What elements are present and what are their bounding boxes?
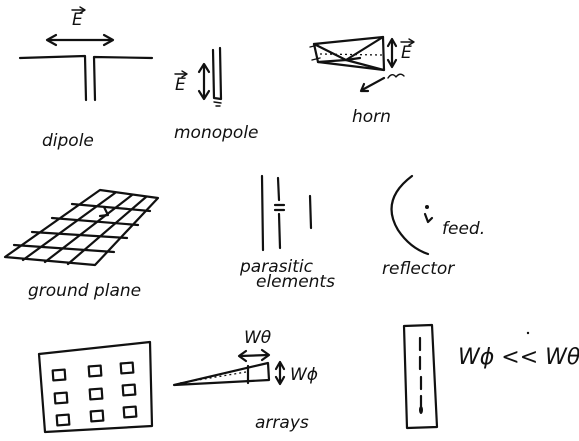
horn-aperture-arrow-icon <box>359 73 405 93</box>
beam-width-relation: Wϕ << Wθ <box>458 345 579 370</box>
dipole-e-label: E <box>71 6 86 30</box>
beam-wedge-icon <box>172 361 271 387</box>
parasitic-elements-icon <box>260 174 313 252</box>
ground-plane-label: ground plane <box>28 281 141 301</box>
reflector-dish-icon <box>390 174 430 256</box>
horn-label: horn <box>352 107 391 127</box>
dipole-antenna-icon <box>18 54 154 102</box>
feed-point-icon <box>423 205 434 224</box>
monopole-e-label: E <box>174 70 188 95</box>
svg-text:E: E <box>175 75 186 95</box>
parasitic-label-line2: elements <box>256 272 335 292</box>
stray-dot <box>526 331 530 335</box>
reflector-sketch: feed. reflector <box>382 174 485 279</box>
svg-text:E: E <box>401 43 412 63</box>
patch-array-sketch <box>37 340 154 434</box>
dipole-e-field-arrow-icon <box>45 33 115 47</box>
ground-plane-sketch: ground plane <box>3 188 160 301</box>
w-phi-label: Wϕ <box>290 365 318 385</box>
w-phi-arrow-icon <box>274 360 286 386</box>
ground-plane-grid-icon <box>3 188 160 267</box>
monopole-antenna-icon <box>211 46 223 107</box>
feed-label: feed. <box>442 219 485 239</box>
reflector-label: reflector <box>382 259 455 279</box>
horn-antenna-icon <box>309 35 386 72</box>
monopole-label: monopole <box>174 123 259 143</box>
dipole-sketch: E dipole <box>18 6 154 151</box>
svg-text:E: E <box>72 10 83 30</box>
horn-sketch: E horn <box>309 35 415 127</box>
arrays-label: arrays <box>255 413 309 433</box>
linear-array-icon <box>402 323 439 430</box>
horn-e-label: E <box>400 38 415 63</box>
w-theta-label: Wθ <box>244 328 272 348</box>
linear-array-sketch: Wϕ << Wθ <box>402 323 579 430</box>
patch-array-icon <box>37 340 154 434</box>
monopole-e-field-arrow-icon <box>197 62 211 101</box>
beam-pattern-sketch: Wθ Wϕ arrays <box>172 328 318 433</box>
svg-text:Wθ: Wθ <box>244 328 272 348</box>
horn-e-field-arrow-icon <box>386 37 398 69</box>
parasitic-elements-sketch: parasitic elements <box>239 174 335 292</box>
monopole-sketch: E monopole <box>174 46 259 143</box>
dipole-label: dipole <box>42 131 94 151</box>
w-theta-arrow-icon <box>237 348 271 363</box>
parasitic-label-line1: parasitic <box>239 257 314 277</box>
